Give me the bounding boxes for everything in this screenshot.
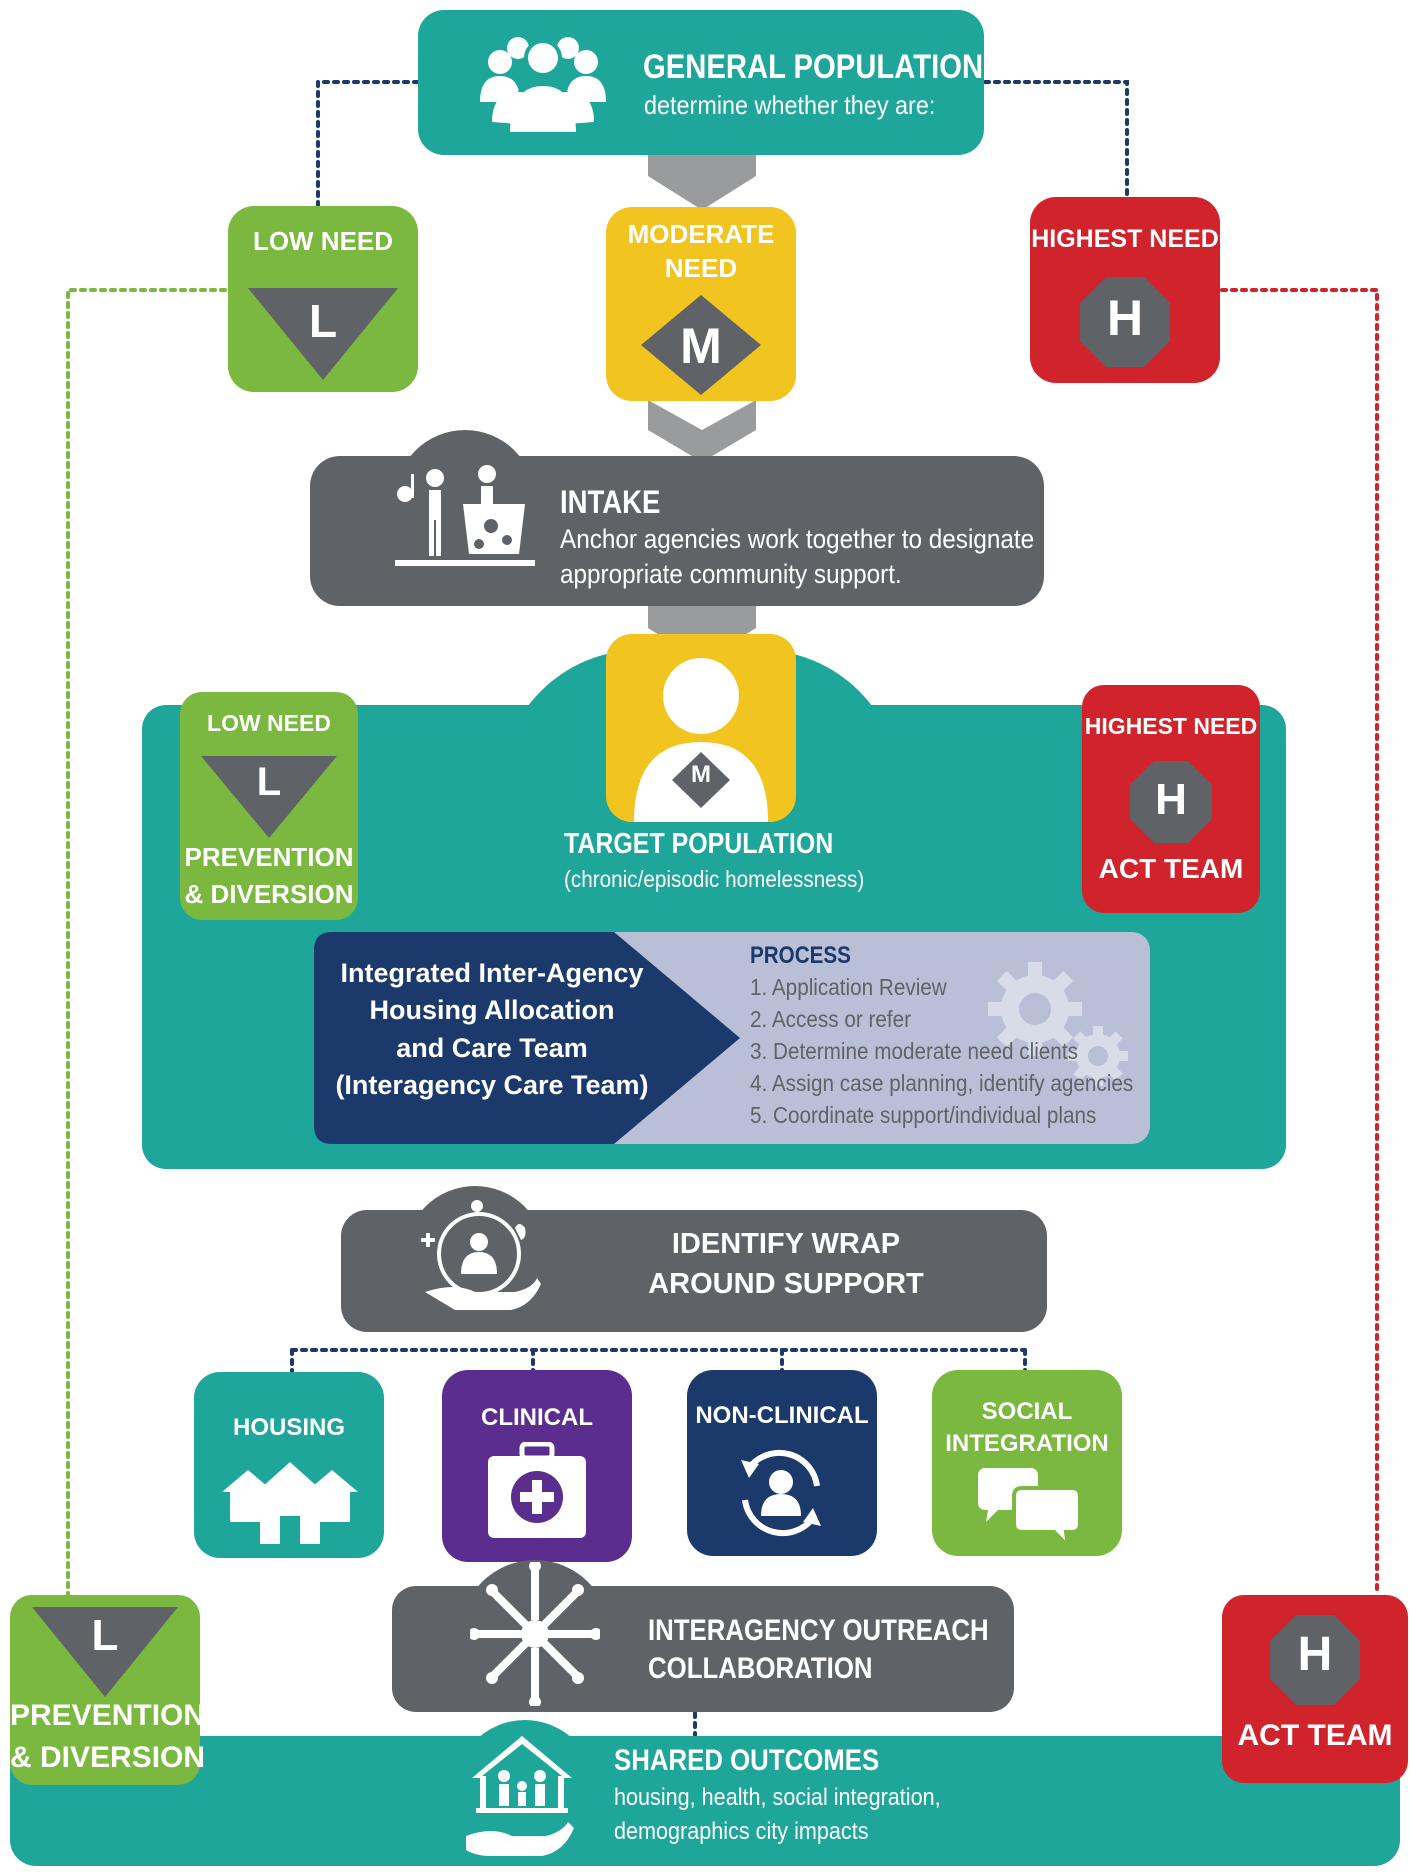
process-step-4: 4. Assign case planning, identify agenci… [750,1070,1134,1096]
bottom-left-line-2: & DIVERSION [10,1741,206,1774]
triangle-l-icon [32,1607,178,1697]
target-highest-need-box: HIGHEST NEED H ACT TEAM [1082,685,1260,913]
gears-icon [988,962,1128,1086]
wrap-support-box: IDENTIFY WRAP AROUND SUPPORT [341,1200,1047,1332]
bottom-left-line-1: PREVENTION [10,1699,206,1732]
non-clinical-card: NON-CLINICAL [687,1370,877,1556]
general-population-box: GENERAL POPULATION determine whether the… [418,10,984,155]
social-label-1: SOCIAL [981,1398,1073,1425]
target-population-subtitle: (chronic/episodic homelessness) [564,866,865,892]
shared-outcomes-line-1: housing, health, social integration, [614,1784,941,1811]
highest-need-letter: H [1106,290,1144,346]
moderate-need-label-2: NEED [664,253,738,283]
care-team-line-2: Housing Allocation [369,995,615,1025]
target-population-title: TARGET POPULATION [564,828,834,860]
intake-box: INTAKE Anchor agencies work together to … [310,456,1044,606]
low-need-letter: L [308,295,338,347]
target-low-need-box: LOW NEED L PREVENTION & DIVERSION [180,692,358,920]
shared-outcomes-line-2: demographics city impacts [614,1818,869,1845]
moderate-need-label-1: MODERATE [627,219,775,249]
care-hand-icon [421,1200,541,1310]
person-cycle-icon [741,1449,821,1537]
bottom-act-team-label: ACT TEAM [1237,1719,1393,1752]
target-high-action: ACT TEAM [1098,853,1244,884]
non-clinical-label: NON-CLINICAL [695,1402,869,1429]
housing-label: HOUSING [232,1414,345,1441]
outreach-line-1: INTERAGENCY OUTREACH [648,1614,989,1647]
shared-outcomes-band [10,1736,1400,1866]
people-group-icon [478,30,608,145]
bottom-act-team-box: H ACT TEAM [1222,1595,1408,1783]
process-step-3: 3. Determine moderate need clients [750,1038,1078,1064]
general-population-title: GENERAL POPULATION [643,48,984,86]
house-family-hand-icon [466,1736,574,1856]
general-population-subtitle: determine whether they are: [644,90,936,120]
shared-outcomes-title: SHARED OUTCOMES [614,1744,880,1777]
wrap-line-2: AROUND SUPPORT [648,1268,924,1300]
bottom-left-letter: L [91,1611,119,1660]
bottom-right-letter: H [1297,1628,1333,1681]
intake-line-2: appropriate community support. [560,559,902,589]
clinical-label: CLINICAL [481,1404,593,1431]
medical-kit-icon [488,1442,586,1538]
process-title: PROCESS [750,942,851,969]
process-step-1: 1. Application Review [750,974,947,1000]
intake-line-1: Anchor agencies work together to designa… [560,524,1035,554]
octagon-h-icon [1130,761,1212,843]
person-icon [634,658,768,822]
outreach-box: INTERAGENCY OUTREACH COLLABORATION [392,1562,1014,1712]
target-low-action-2: & DIVERSION [184,879,354,909]
care-team-line-3: and Care Team [396,1033,588,1063]
octagon-h-icon [1270,1615,1360,1705]
chat-bubbles-icon [978,1468,1082,1548]
target-low-letter: L [256,760,282,804]
housing-card: HOUSING [194,1372,384,1558]
process-step-2: 2. Access or refer [750,1006,912,1032]
target-low-need-label: LOW NEED [207,710,331,736]
low-need-label: LOW NEED [252,226,394,256]
hands-together-icon [470,1562,600,1706]
target-center-letter: M [691,761,711,788]
target-low-action-1: PREVENTION [184,842,354,872]
care-team-line-4: (Interagency Care Team) [335,1070,649,1100]
bottom-prevention-box: L PREVENTION & DIVERSION [10,1595,206,1785]
intake-agents-icon [395,464,535,589]
octagon-h-icon [1080,277,1170,367]
care-team-chevron [314,932,740,1144]
highest-need-box: HIGHEST NEED H [1030,197,1220,383]
target-highest-need-label: HIGHEST NEED [1084,713,1258,739]
care-team-line-1: Integrated Inter-Agency [340,958,644,988]
triangle-l-icon [201,756,337,838]
low-need-box: LOW NEED L [228,206,418,392]
triangle-l-icon [248,288,398,380]
target-person-box: M [606,634,796,822]
moderate-need-box: MODERATE NEED M [606,207,796,401]
diamond-m-icon [641,295,761,395]
houses-icon [222,1462,358,1544]
moderate-need-letter: M [680,318,722,374]
intake-title: INTAKE [560,484,661,520]
process-step-5: 5. Coordinate support/individual plans [750,1102,1097,1128]
target-high-letter: H [1155,775,1187,824]
highest-need-label: HIGHEST NEED [1031,225,1219,253]
outreach-line-2: COLLABORATION [648,1652,873,1685]
social-integration-card: SOCIAL INTEGRATION [932,1370,1122,1556]
social-label-2: INTEGRATION [945,1430,1109,1457]
clinical-card: CLINICAL [442,1370,632,1562]
wrap-line-1: IDENTIFY WRAP [671,1228,901,1260]
